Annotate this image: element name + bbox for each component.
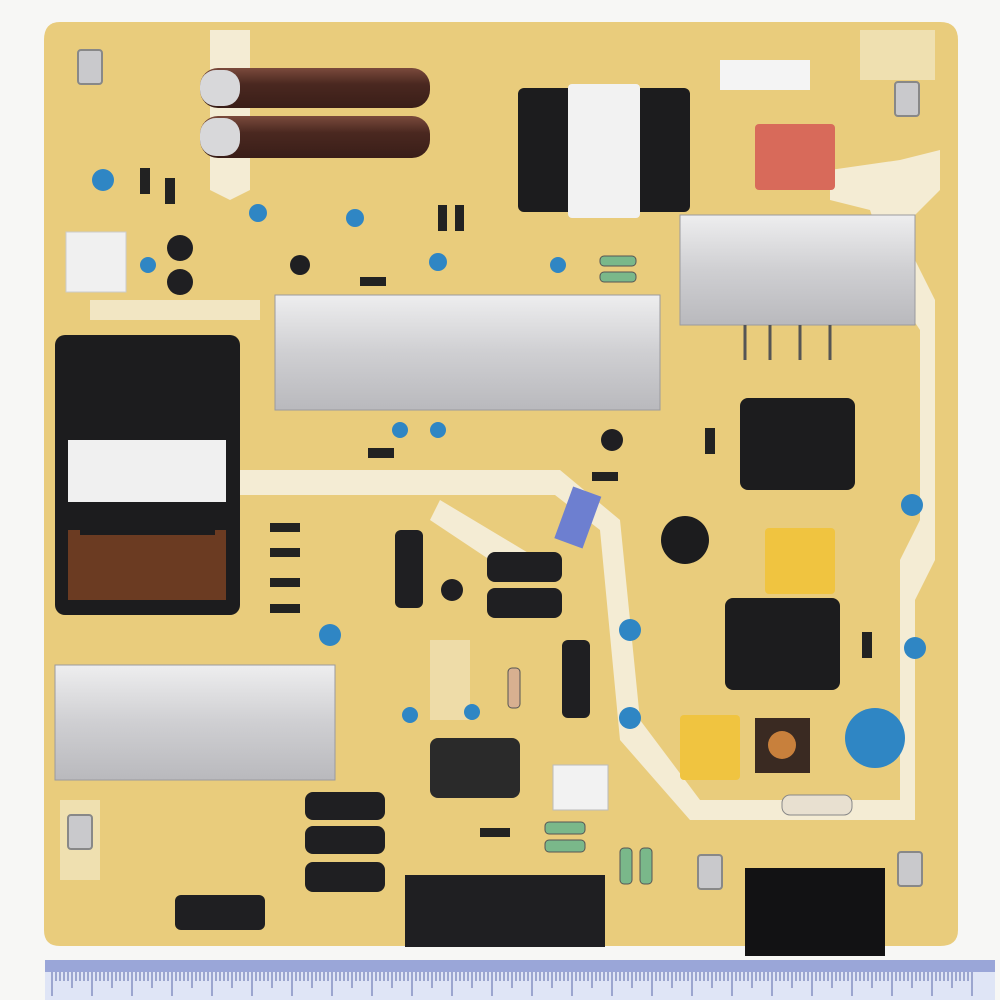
transformer-top (518, 84, 690, 218)
measuring-ruler (45, 960, 995, 1000)
inductor-coil (768, 731, 796, 759)
ceramic-capacitors (92, 169, 926, 729)
small-electrolytic-capacitors (167, 235, 623, 892)
common-mode-choke (740, 398, 855, 490)
transistor-legs (743, 325, 832, 360)
common-mode-choke (725, 598, 840, 690)
electrolytic-capacitor (200, 116, 430, 158)
film-capacitor-red (755, 124, 835, 190)
ribbon-label (554, 486, 602, 549)
electrolytic-capacitor (200, 68, 430, 108)
ac-input-connector (745, 868, 885, 956)
small-connector (175, 895, 265, 930)
mounting-pads (67, 49, 923, 890)
film-capacitor-yellow (765, 528, 835, 594)
optocoupler (552, 764, 609, 811)
thermistor (661, 516, 709, 564)
heatsink-bottom-left (54, 664, 336, 781)
resistors (507, 255, 653, 885)
fuse (781, 794, 853, 816)
heatsink-center (274, 294, 661, 411)
diodes (140, 168, 872, 837)
output-connector (405, 875, 605, 947)
main-transformer (55, 335, 240, 615)
ceramic-disc-capacitor (845, 708, 905, 768)
inductor (430, 738, 520, 798)
barcode-label (720, 60, 810, 90)
heatsink-top-right (679, 214, 916, 326)
film-capacitor-yellow (680, 715, 740, 780)
white-component (65, 231, 127, 293)
